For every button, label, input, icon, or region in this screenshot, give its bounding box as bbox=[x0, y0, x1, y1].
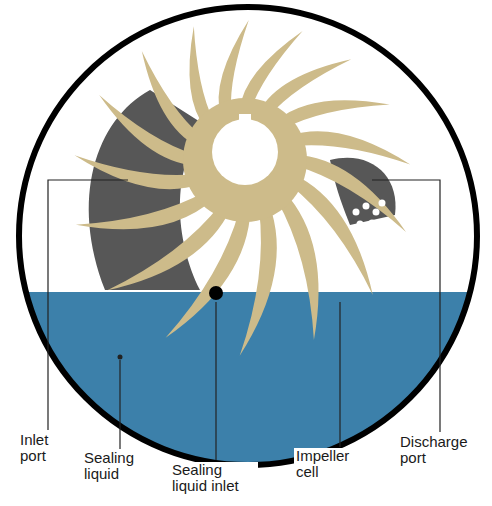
impeller-cell-label: Impeller cell bbox=[294, 448, 370, 480]
inlet-port-label: Inlet port bbox=[18, 432, 70, 464]
gas-bubble bbox=[379, 200, 386, 207]
shaft-bore bbox=[212, 119, 278, 185]
gas-bubble bbox=[357, 221, 364, 228]
gas-bubble bbox=[373, 209, 380, 216]
impeller-blade bbox=[276, 191, 318, 340]
leader-lines bbox=[48, 180, 440, 460]
discharge-port-label: Discharge port bbox=[398, 434, 486, 466]
leader-dot bbox=[118, 355, 123, 360]
keyway bbox=[239, 114, 251, 124]
leader-line bbox=[339, 302, 340, 447]
gas-bubble bbox=[353, 209, 360, 216]
pump-casing bbox=[19, 7, 477, 465]
sealing-liquid-inlet-label: Sealing liquid inlet bbox=[170, 462, 258, 494]
gas-pocket-inlet bbox=[89, 90, 205, 290]
impeller-hub bbox=[183, 98, 307, 222]
leader-line bbox=[119, 360, 120, 449]
sealing-liquid-ring bbox=[0, 292, 492, 506]
leader-line bbox=[372, 180, 440, 432]
leader-line bbox=[215, 302, 216, 460]
gas-bubble bbox=[369, 220, 376, 227]
impeller-blade bbox=[76, 191, 214, 229]
sealing-liquid-inlet-port bbox=[209, 286, 223, 300]
gas-bubble bbox=[363, 203, 370, 210]
leader-line bbox=[48, 180, 128, 430]
impeller bbox=[75, 20, 411, 356]
sealing-liquid-label: Sealing liquid bbox=[82, 450, 148, 482]
